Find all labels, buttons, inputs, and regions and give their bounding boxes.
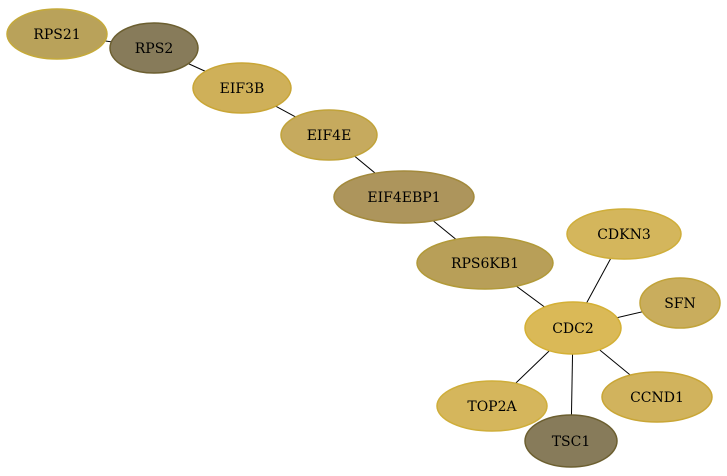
node-eif4e[interactable]: EIF4E xyxy=(280,109,378,161)
node-label: RPS21 xyxy=(33,27,80,43)
node-label: EIF4EBP1 xyxy=(367,190,440,206)
node-eif3b[interactable]: EIF3B xyxy=(192,62,292,114)
node-ellipse xyxy=(524,414,618,468)
node-cdkn3[interactable]: CDKN3 xyxy=(566,208,682,260)
node-label: EIF4E xyxy=(307,128,352,144)
node-ellipse xyxy=(109,22,199,74)
node-sfn[interactable]: SFN xyxy=(639,277,721,329)
node-eif4ebp1[interactable]: EIF4EBP1 xyxy=(333,170,475,224)
node-ellipse xyxy=(436,380,548,432)
node-label: EIF3B xyxy=(220,81,265,97)
node-ellipse xyxy=(333,170,475,224)
node-ellipse xyxy=(639,277,721,329)
node-ellipse xyxy=(192,62,292,114)
node-ellipse xyxy=(280,109,378,161)
node-label: CCND1 xyxy=(630,390,684,406)
node-tsc1[interactable]: TSC1 xyxy=(524,414,618,468)
node-rps6kb1[interactable]: RPS6KB1 xyxy=(416,236,554,290)
node-label: CDKN3 xyxy=(597,227,651,243)
node-ccnd1[interactable]: CCND1 xyxy=(601,371,713,423)
node-label: RPS6KB1 xyxy=(451,256,519,272)
node-rps21[interactable]: RPS21 xyxy=(6,8,108,60)
node-ellipse xyxy=(6,8,108,60)
node-ellipse xyxy=(566,208,682,260)
node-label: CDC2 xyxy=(552,321,594,337)
node-label: RPS2 xyxy=(135,41,173,57)
node-label: TOP2A xyxy=(467,399,517,415)
node-ellipse xyxy=(524,301,622,355)
node-ellipse xyxy=(601,371,713,423)
node-label: SFN xyxy=(664,296,696,312)
node-top2a[interactable]: TOP2A xyxy=(436,380,548,432)
node-label: TSC1 xyxy=(552,434,591,450)
node-cdc2[interactable]: CDC2 xyxy=(524,301,622,355)
node-rps2[interactable]: RPS2 xyxy=(109,22,199,74)
node-ellipse xyxy=(416,236,554,290)
